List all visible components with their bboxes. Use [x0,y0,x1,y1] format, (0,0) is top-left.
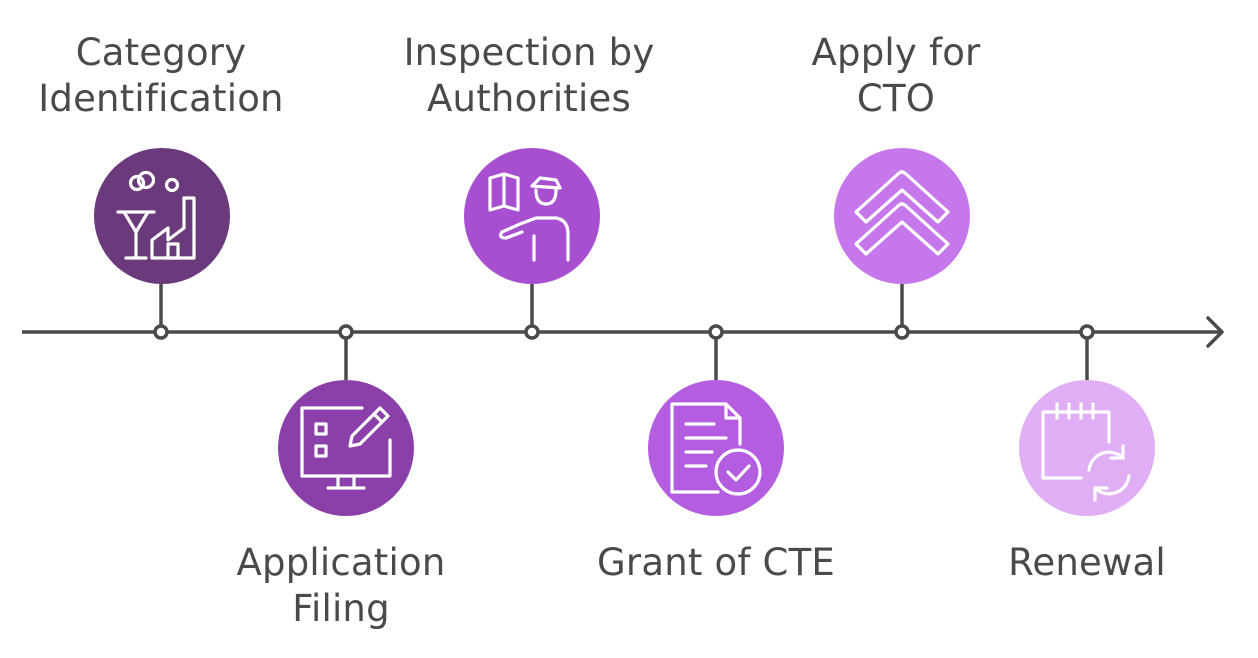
document-check-icon [670,402,762,496]
step-label-apply-cto: Apply for CTO [746,30,1046,122]
inspector-icon [488,172,570,262]
step-circle-apply-cto [834,148,970,284]
step-circle-application-filing [278,380,414,516]
timeline-arrowhead [1206,316,1224,348]
step-label-line: Application [236,541,446,584]
step-label-line: Filing [292,587,390,630]
step-circle-renewal [1019,380,1155,516]
step-label-line: Identification [38,77,284,120]
step-label-grant-cte: Grant of CTE [566,540,866,586]
step-label-line: Renewal [1008,541,1166,584]
step-label-category-identification: Category Identification [11,30,311,122]
step-label-line: CTO [856,77,936,120]
step-circle-inspection [464,148,600,284]
computer-form-icon [300,406,392,490]
step-label-renewal: Renewal [937,540,1237,586]
double-chevron-up-icon [854,170,950,256]
step-circle-category-identification [94,148,230,284]
step-circle-grant-cte [648,380,784,516]
step-label-line: Category [75,31,247,74]
step-label-line: Inspection by [403,31,655,74]
factory-icon [116,170,196,260]
step-label-line: Grant of CTE [597,541,835,584]
calendar-renew-icon [1041,402,1131,502]
step-label-inspection: Inspection by Authorities [379,30,679,122]
step-label-line: Authorities [427,77,631,120]
step-label-application-filing: Application Filing [191,540,491,632]
step-label-line: Apply for [811,31,981,74]
